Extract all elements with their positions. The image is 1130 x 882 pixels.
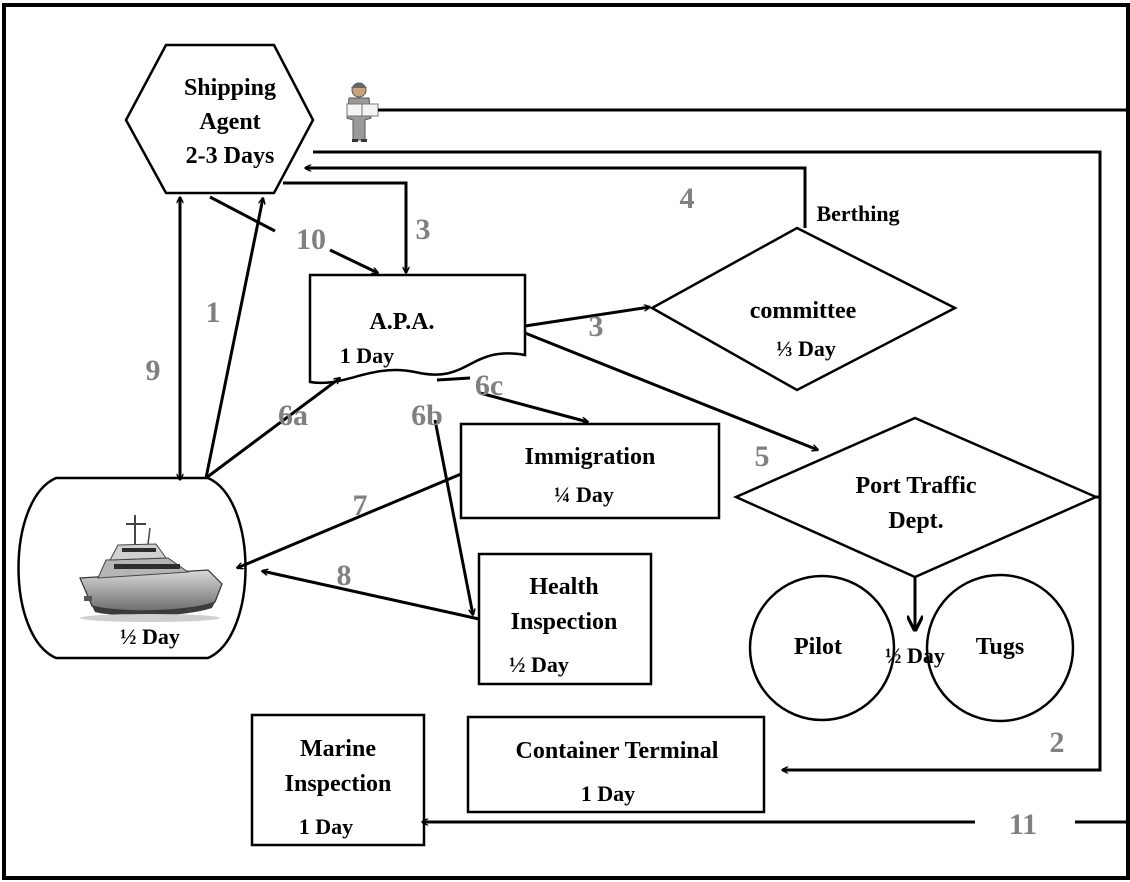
marine-inspection-node: Marine Inspection 1 Day — [250, 713, 426, 847]
ship-node: ½ Day — [17, 476, 247, 660]
container-terminal-node: Container Terminal 1 Day — [466, 715, 766, 814]
immigration-title: Immigration — [525, 444, 656, 470]
arrow-6a-ship-to-apa — [205, 378, 340, 480]
health-box — [477, 552, 653, 686]
step-label-3-committee: 3 — [589, 310, 604, 343]
line-11-agent-rail — [378, 108, 1130, 824]
port-traffic-node: Port Traffic Dept. — [732, 416, 1100, 579]
arrow-3-apa-to-committee — [524, 307, 650, 328]
health-inspection-node: Health Inspection ½ Day — [477, 552, 653, 686]
container-duration: 1 Day — [581, 781, 635, 806]
committee-top-label: Berthing — [816, 201, 899, 226]
committee-duration: ⅓ Day — [776, 336, 836, 361]
arrow-4-committee-to-agent — [305, 168, 807, 228]
port-traffic-line2: Dept. — [888, 508, 943, 534]
health-line2: Inspection — [511, 609, 618, 635]
connectors — [180, 108, 1130, 824]
health-duration: ½ Day — [509, 652, 569, 677]
health-line1: Health — [529, 574, 598, 600]
marine-line2: Inspection — [285, 771, 392, 797]
step-label-11: 11 — [1009, 808, 1037, 841]
step-label-8: 8 — [337, 559, 352, 592]
berthing-committee-node: Berthing committee ⅓ Day — [649, 201, 958, 392]
immigration-node: Immigration ¼ Day — [459, 422, 721, 520]
step-label-6c: 6c — [475, 369, 503, 402]
arrow-1-ship-to-agent — [204, 198, 263, 479]
container-title: Container Terminal — [516, 738, 719, 764]
step-label-4: 4 — [680, 182, 695, 215]
arrow-10-to-apa — [329, 248, 378, 275]
port-traffic-line1: Port Traffic — [855, 473, 976, 499]
committee-diamond — [649, 226, 958, 392]
apa-node: A.P.A. 1 Day — [308, 273, 527, 385]
marine-box — [250, 713, 426, 847]
arrow-6b-to-health — [433, 419, 473, 615]
step-label-7: 7 — [353, 489, 368, 522]
step-labels: 1 2 3 3 4 5 6a 6b 6c 7 8 9 10 11 — [146, 182, 1065, 841]
tugs-label: Tugs — [976, 634, 1025, 660]
arrow-2-agent-to-container — [313, 150, 1102, 770]
arrow-3-agent-to-apa — [283, 181, 406, 273]
immigration-box — [459, 422, 721, 520]
ship-icon — [79, 515, 223, 622]
step-label-9: 9 — [146, 354, 161, 387]
arrow-8-health-to-ship — [262, 571, 480, 621]
marine-duration: 1 Day — [299, 814, 353, 839]
line-10-from-agent — [209, 195, 276, 233]
container-box — [466, 715, 766, 814]
pilot-tugs-duration: ½ Day — [885, 643, 945, 668]
shipping-agent-node: Shipping Agent 2-3 Days — [124, 43, 315, 195]
shipping-agent-duration: 2-3 Days — [186, 143, 275, 169]
step-label-6a: 6a — [278, 399, 308, 432]
arrow-6c-to-immigration — [479, 391, 588, 422]
shipping-agent-line2: Agent — [199, 109, 260, 135]
pilot-tugs-node: Pilot Tugs ½ Day — [748, 573, 1075, 723]
step-label-5: 5 — [755, 440, 770, 473]
marine-line1: Marine — [300, 736, 376, 762]
apa-duration: 1 Day — [340, 343, 394, 368]
person-holding-paper-icon — [346, 82, 379, 142]
pilot-circle — [748, 574, 896, 722]
committee-title: committee — [750, 298, 857, 324]
tugs-circle — [925, 573, 1075, 723]
step-label-1: 1 — [206, 296, 221, 329]
ship-duration: ½ Day — [120, 624, 180, 649]
step-label-2: 2 — [1050, 726, 1065, 759]
step-label-10: 10 — [296, 223, 326, 256]
pilot-label: Pilot — [794, 634, 842, 660]
line-6-from-apa — [436, 376, 471, 382]
arrow-5-apa-to-traffic — [524, 331, 818, 450]
apa-title: A.P.A. — [369, 309, 434, 335]
shipping-agent-hexagon — [124, 43, 315, 195]
shipping-agent-line1: Shipping — [184, 75, 276, 101]
step-label-3-agent: 3 — [416, 213, 431, 246]
immigration-duration: ¼ Day — [554, 482, 614, 507]
step-label-6b: 6b — [411, 399, 443, 432]
arrow-7-immigration-to-ship — [237, 472, 462, 568]
